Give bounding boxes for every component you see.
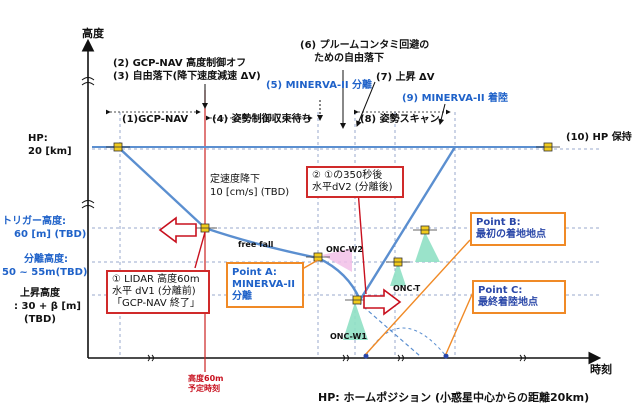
phase-attitude-scan: (8) 姿勢スキャン: [360, 114, 440, 125]
point-c-title: Point C:: [478, 285, 523, 296]
rise-label: 上昇高度: [20, 288, 60, 299]
hp-cone: [415, 232, 440, 262]
onc-t-cone: [390, 262, 406, 286]
dv2-callout-line1: ② ①の350秒後: [312, 170, 383, 181]
axis-break-marks: [81, 77, 526, 362]
point-a-desc: 分離: [232, 291, 252, 302]
minerva-landing-annotation: (9) MINERVA-II 着陸: [402, 93, 509, 104]
phase-attitude-wait: (4) 姿勢制御収束待ち: [212, 114, 312, 125]
gcp-off-annotation: (2) GCP-NAV 高度制御オフ: [113, 58, 247, 69]
red-callout-lines: [194, 189, 367, 295]
separation-value: 50 ~ 55m(TBD): [2, 267, 88, 278]
hp-value: 20 [km]: [28, 146, 72, 157]
phase-gcp-nav: (1)GCP-NAV: [122, 114, 189, 125]
lidar-callout-line3: 「GCP-NAV 終了」: [112, 298, 200, 309]
point-a-title: Point A:: [232, 267, 277, 278]
constant-speed-note-1: 定速度降下: [210, 174, 260, 185]
plume-annotation-1: (6) プルームコンタミ回避の: [300, 40, 430, 51]
point-a-box: Point A: MINERVA-II 分離: [226, 262, 304, 308]
x-axis-label: 時刻: [590, 363, 612, 376]
onc-w1-cone: [343, 302, 368, 340]
trigger-value: 60 [m] (TBD): [14, 229, 87, 240]
y-axis-label: 高度: [82, 27, 104, 40]
phase-hp-hold: (10) HP 保持: [566, 132, 632, 143]
onc-w2-label: ONC-W2: [326, 245, 363, 254]
lidar-callout-line1: ① LIDAR 高度60m: [112, 274, 200, 285]
dv2-block-arrow: [363, 288, 402, 316]
annotation-arrows: [202, 70, 446, 129]
onc-w1-label: ONC-W1: [330, 332, 367, 341]
point-b-desc: 最初の着地地点: [476, 229, 546, 240]
altitude-60m-label-1: 高度60m: [188, 374, 224, 383]
dv2-callout: ② ①の350秒後 水平dV2 (分離後): [306, 166, 404, 198]
trigger-label: トリガー高度:: [2, 216, 66, 227]
dv2-callout-line2: 水平dV2 (分離後): [312, 182, 393, 193]
point-b-title: Point B:: [476, 217, 521, 228]
rise-dv-annotation: (7) 上昇 ΔV: [376, 72, 435, 83]
onc-w2-cone: [322, 248, 352, 272]
plume-annotation-2: ための自由落下: [314, 53, 384, 64]
hp-label: HP:: [28, 133, 48, 144]
free-fall-annotation: (3) 自由落下(降下速度減速 ΔV): [113, 71, 261, 82]
rise-value: : 30 + β [m]: [14, 301, 81, 312]
minerva-markers: [363, 353, 449, 359]
phase-arrows: [106, 109, 451, 121]
lidar-callout: ① LIDAR 高度60m 水平 dV1 (分離前) 「GCP-NAV 終了」: [106, 270, 210, 314]
bounce-arcs: [365, 327, 447, 357]
dv1-block-arrow: [158, 216, 197, 244]
rise-tbd: (TBD): [24, 314, 56, 325]
point-a-name: MINERVA-II: [232, 279, 295, 290]
minerva-separation-annotation: (5) MINERVA-II 分離: [266, 80, 373, 91]
separation-label: 分離高度:: [24, 254, 68, 265]
point-b-box: Point B: 最初の着地地点: [470, 212, 566, 246]
point-c-box: Point C: 最終着陸地点: [472, 280, 566, 314]
footer-note: HP: ホームポジション (小惑星中心からの距離20km): [318, 391, 590, 404]
onc-t-label: ONC-T: [393, 284, 421, 293]
spacecraft-icons: [106, 142, 560, 305]
altitude-60m-label-2: 予定時刻: [188, 384, 220, 393]
lidar-callout-line2: 水平 dV1 (分離前): [112, 286, 196, 297]
free-fall-label: free fall: [238, 240, 274, 249]
constant-speed-note-2: 10 [cm/s] (TBD): [210, 187, 290, 198]
point-c-desc: 最終着陸地点: [478, 297, 538, 308]
